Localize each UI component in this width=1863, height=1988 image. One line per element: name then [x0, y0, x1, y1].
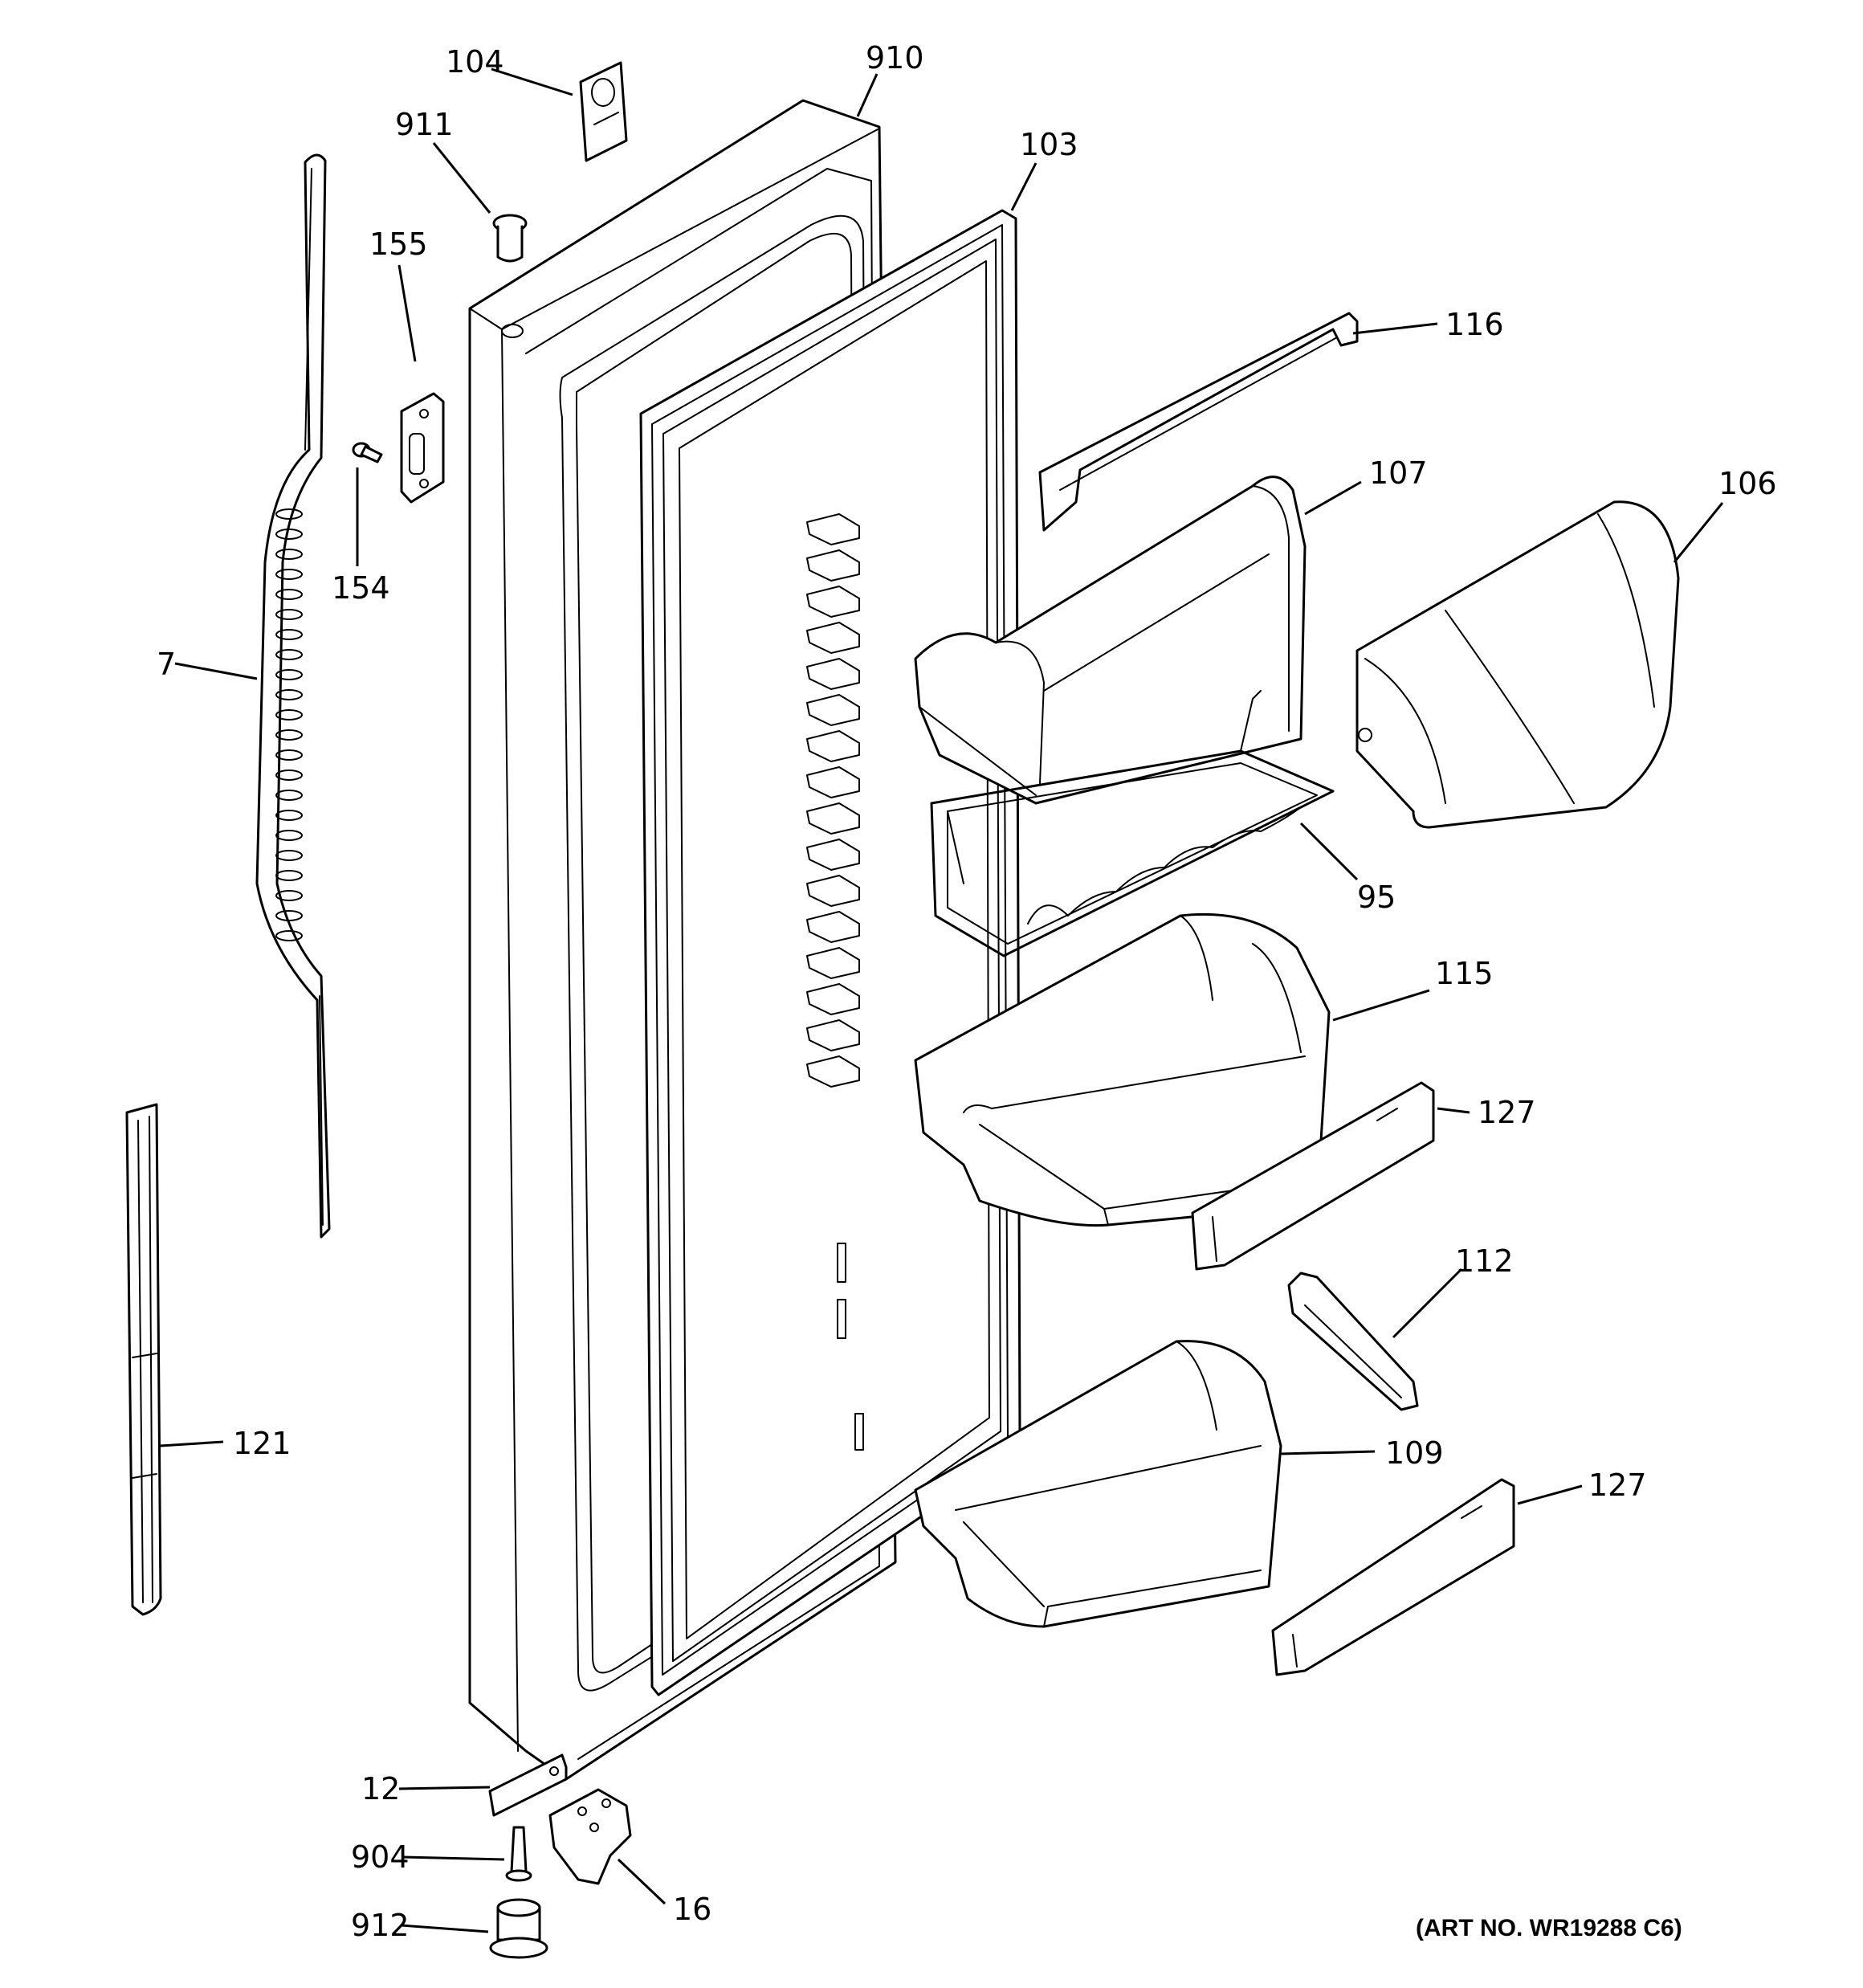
handle-grip-ridge: [275, 709, 303, 720]
liner-rib: [806, 694, 860, 726]
screw: [352, 442, 383, 463]
label-7: 7: [157, 647, 176, 682]
handle-grip-ridge: [275, 609, 303, 620]
label-121: 121: [233, 1426, 291, 1461]
handle-grip-ridge: [275, 870, 303, 881]
handle-grip-ridge: [275, 529, 303, 540]
liner-rib: [806, 766, 860, 798]
bin-divider: [1287, 1272, 1419, 1411]
liner-rib: [806, 549, 860, 582]
label-95: 95: [1357, 880, 1396, 915]
liner-rib: [806, 875, 860, 907]
handle-grip-ridge: [275, 649, 303, 660]
handle-grip-ridge: [275, 669, 303, 680]
liner-ribs: [806, 513, 860, 1088]
liner-rib: [806, 658, 860, 690]
handle-bracket: [400, 392, 445, 504]
liner-rib: [806, 911, 860, 943]
label-116: 116: [1445, 307, 1504, 342]
label-16: 16: [673, 1892, 711, 1927]
wire-rack: [930, 690, 1335, 957]
badge-label: [579, 61, 628, 162]
liner-rib: [806, 947, 860, 979]
handle-grip-ridge: [275, 569, 303, 580]
handle-grip-ridge: [275, 850, 303, 861]
label-127-lower: 127: [1588, 1468, 1647, 1503]
liner-rib: [806, 1019, 860, 1051]
part-labels: 104 910 911 103 155 116 107 106 154 7 95…: [157, 40, 1777, 1943]
shelf-rail: [1038, 312, 1359, 532]
liner-rib: [806, 802, 860, 835]
trim-strip: [125, 1103, 162, 1616]
handle-grip-ridge: [275, 810, 303, 821]
label-107: 107: [1369, 455, 1428, 491]
upper-bin: [914, 476, 1307, 805]
label-127-upper: 127: [1478, 1095, 1536, 1130]
label-911: 911: [395, 107, 454, 142]
handle-grip-ridge: [275, 549, 303, 560]
label-115: 115: [1435, 956, 1494, 991]
hinge-plate: [488, 1753, 568, 1817]
label-904: 904: [351, 1839, 410, 1875]
handle-grip-ridge: [275, 589, 303, 600]
label-12: 12: [361, 1771, 400, 1806]
handle-grip-ridge: [275, 790, 303, 801]
label-112: 112: [1455, 1243, 1514, 1279]
hinge-bracket: [548, 1788, 632, 1885]
label-104: 104: [446, 44, 504, 80]
top-bushing: [492, 214, 528, 263]
label-106: 106: [1718, 466, 1777, 501]
handle-grip-ridge: [275, 729, 303, 741]
handle-grip-ridge: [275, 629, 303, 640]
liner-rib: [806, 622, 860, 654]
handle-grip-ridge: [275, 769, 303, 781]
label-154: 154: [332, 570, 390, 606]
liner-rib: [806, 586, 860, 618]
handle-grip-ridge: [275, 508, 303, 520]
handle-grip-ridge: [275, 930, 303, 941]
bin-panel-lower: [1271, 1478, 1515, 1676]
door-handle: [255, 153, 331, 1239]
label-155: 155: [369, 227, 428, 262]
label-912: 912: [351, 1908, 410, 1943]
liner-rib: [806, 513, 860, 545]
hinge-screw: [505, 1826, 532, 1882]
liner-rib: [806, 983, 860, 1015]
liner-rib: [806, 1055, 860, 1088]
art-number: (ART NO. WR19288 C6): [1416, 1915, 1682, 1941]
label-109: 109: [1385, 1435, 1444, 1471]
handle-grip-ridge: [275, 910, 303, 921]
handle-grip-ridge: [275, 890, 303, 901]
label-103: 103: [1020, 127, 1078, 162]
dairy-cover: [1355, 500, 1680, 829]
handle-grip-ridge: [275, 830, 303, 841]
label-910: 910: [866, 40, 924, 76]
liner-rib: [806, 730, 860, 762]
lower-bin: [914, 1340, 1282, 1628]
bin-panel-upper: [1191, 1081, 1435, 1271]
leader-lines: [160, 67, 1724, 1933]
handle-grip-ridge: [275, 689, 303, 700]
liner-rib: [806, 839, 860, 871]
handle-grip-ridge: [275, 749, 303, 761]
bottom-bushing: [489, 1898, 548, 1959]
